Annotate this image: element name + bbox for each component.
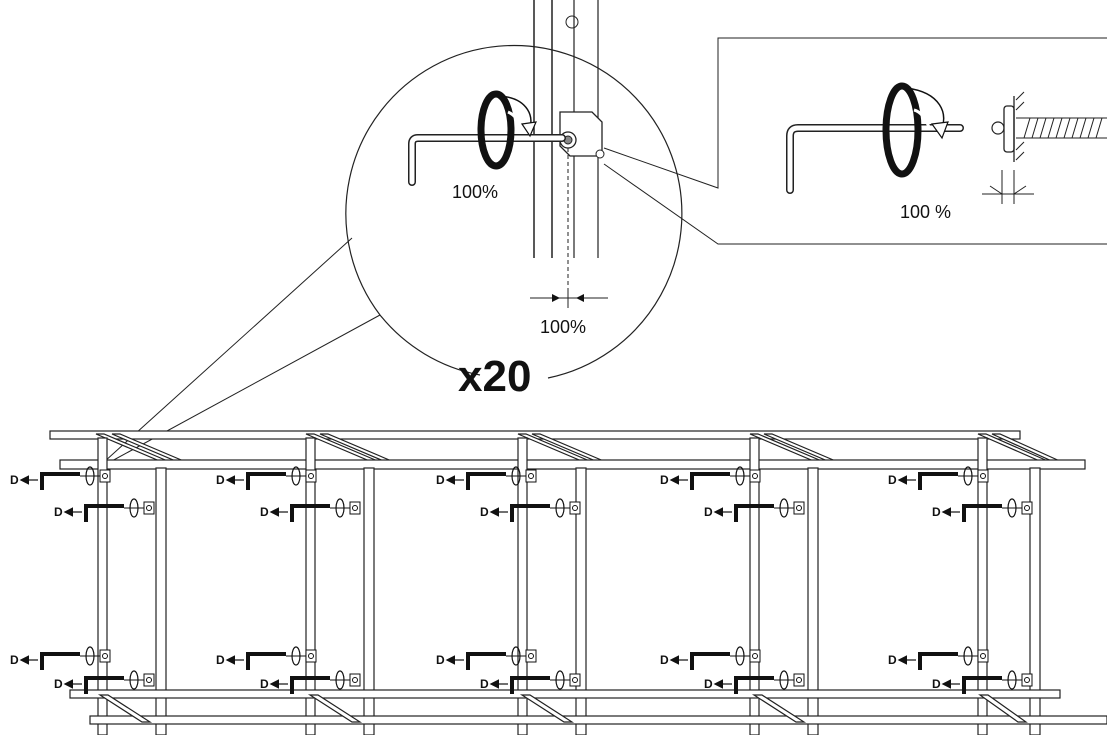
direction-label: D [436, 473, 445, 487]
fastener-callout: D [10, 466, 111, 490]
detail-rotation-label: 100 % [900, 202, 951, 222]
hex-key-icon [290, 504, 330, 522]
direction-label: D [660, 653, 669, 667]
fastener-callout: D [660, 646, 761, 670]
rotation-arrow-icon [477, 90, 537, 170]
hex-key-icon [40, 652, 80, 670]
direction-label: D [10, 653, 19, 667]
direction-label: D [932, 505, 941, 519]
direction-label: D [660, 473, 669, 487]
hex-key-icon [466, 472, 506, 490]
vertical-posts [97, 437, 1041, 735]
hex-key-icon [290, 676, 330, 694]
hex-key-icon [734, 504, 774, 522]
direction-label: D [54, 505, 63, 519]
hex-key [408, 134, 566, 186]
bottom-cross-members [97, 694, 1028, 723]
post-detail [533, 0, 605, 298]
zoom-circle: 100% 100% [103, 0, 683, 463]
fastener-callout: D [480, 670, 581, 694]
fastener-callout: D [216, 466, 317, 490]
cabinet-frame [49, 430, 1107, 735]
direction-label: D [216, 473, 225, 487]
fastener-callout: D [216, 646, 317, 670]
hex-key-icon [84, 676, 124, 694]
hex-key-icon [84, 504, 124, 522]
direction-label: D [932, 677, 941, 691]
fastener-callout: D [436, 466, 537, 490]
hex-key-icon [510, 676, 550, 694]
fastener-callout: D [260, 498, 361, 522]
fastener-callout: D [480, 498, 581, 522]
hex-key-icon [962, 676, 1002, 694]
direction-label: D [704, 505, 713, 519]
hex-key-icon [962, 504, 1002, 522]
fastener-callout: D [704, 498, 805, 522]
threaded-rod [1016, 117, 1107, 139]
rotation-arrow-icon [882, 82, 949, 178]
fastener-callout: D [932, 498, 1033, 522]
detail-box: 100 % [603, 37, 1107, 245]
direction-label: D [480, 677, 489, 691]
zoom-offset-label: 100% [540, 317, 586, 337]
hex-key-icon [246, 472, 286, 490]
hex-key-icon [246, 652, 286, 670]
direction-label: D [10, 473, 19, 487]
hex-key-icon [510, 504, 550, 522]
direction-label: D [436, 653, 445, 667]
hex-key-icon [40, 472, 80, 490]
direction-label: D [54, 677, 63, 691]
offset-dimension [530, 288, 608, 308]
direction-label: D [216, 653, 225, 667]
fastener-callout: D [888, 466, 989, 490]
direction-label: D [888, 653, 897, 667]
direction-label: D [480, 505, 489, 519]
hex-key-icon [918, 652, 958, 670]
fastener-callout: D [660, 466, 761, 490]
fastener-callout: D [54, 498, 155, 522]
fastener-callout: D [10, 646, 111, 670]
hex-key-icon [466, 652, 506, 670]
fastener-callout: D [54, 670, 155, 694]
zoom-rotation-label: 100% [452, 182, 498, 202]
fastener-callout: D [436, 646, 537, 670]
hex-key-icon [690, 652, 730, 670]
direction-label: D [260, 505, 269, 519]
direction-label: D [260, 677, 269, 691]
fastener-callout: D [932, 670, 1033, 694]
fastener-callout: D [260, 670, 361, 694]
quantity-multiplier: x20 [458, 352, 531, 401]
hex-key-icon [734, 676, 774, 694]
direction-label: D [888, 473, 897, 487]
direction-label: D [704, 677, 713, 691]
hex-key-icon [918, 472, 958, 490]
fastener-callout: D [888, 646, 989, 670]
fastener-callouts: D D D D D D D D D D D D D D D D D D D D [10, 466, 1033, 694]
fastener-callout: D [704, 670, 805, 694]
hex-key-icon [690, 472, 730, 490]
